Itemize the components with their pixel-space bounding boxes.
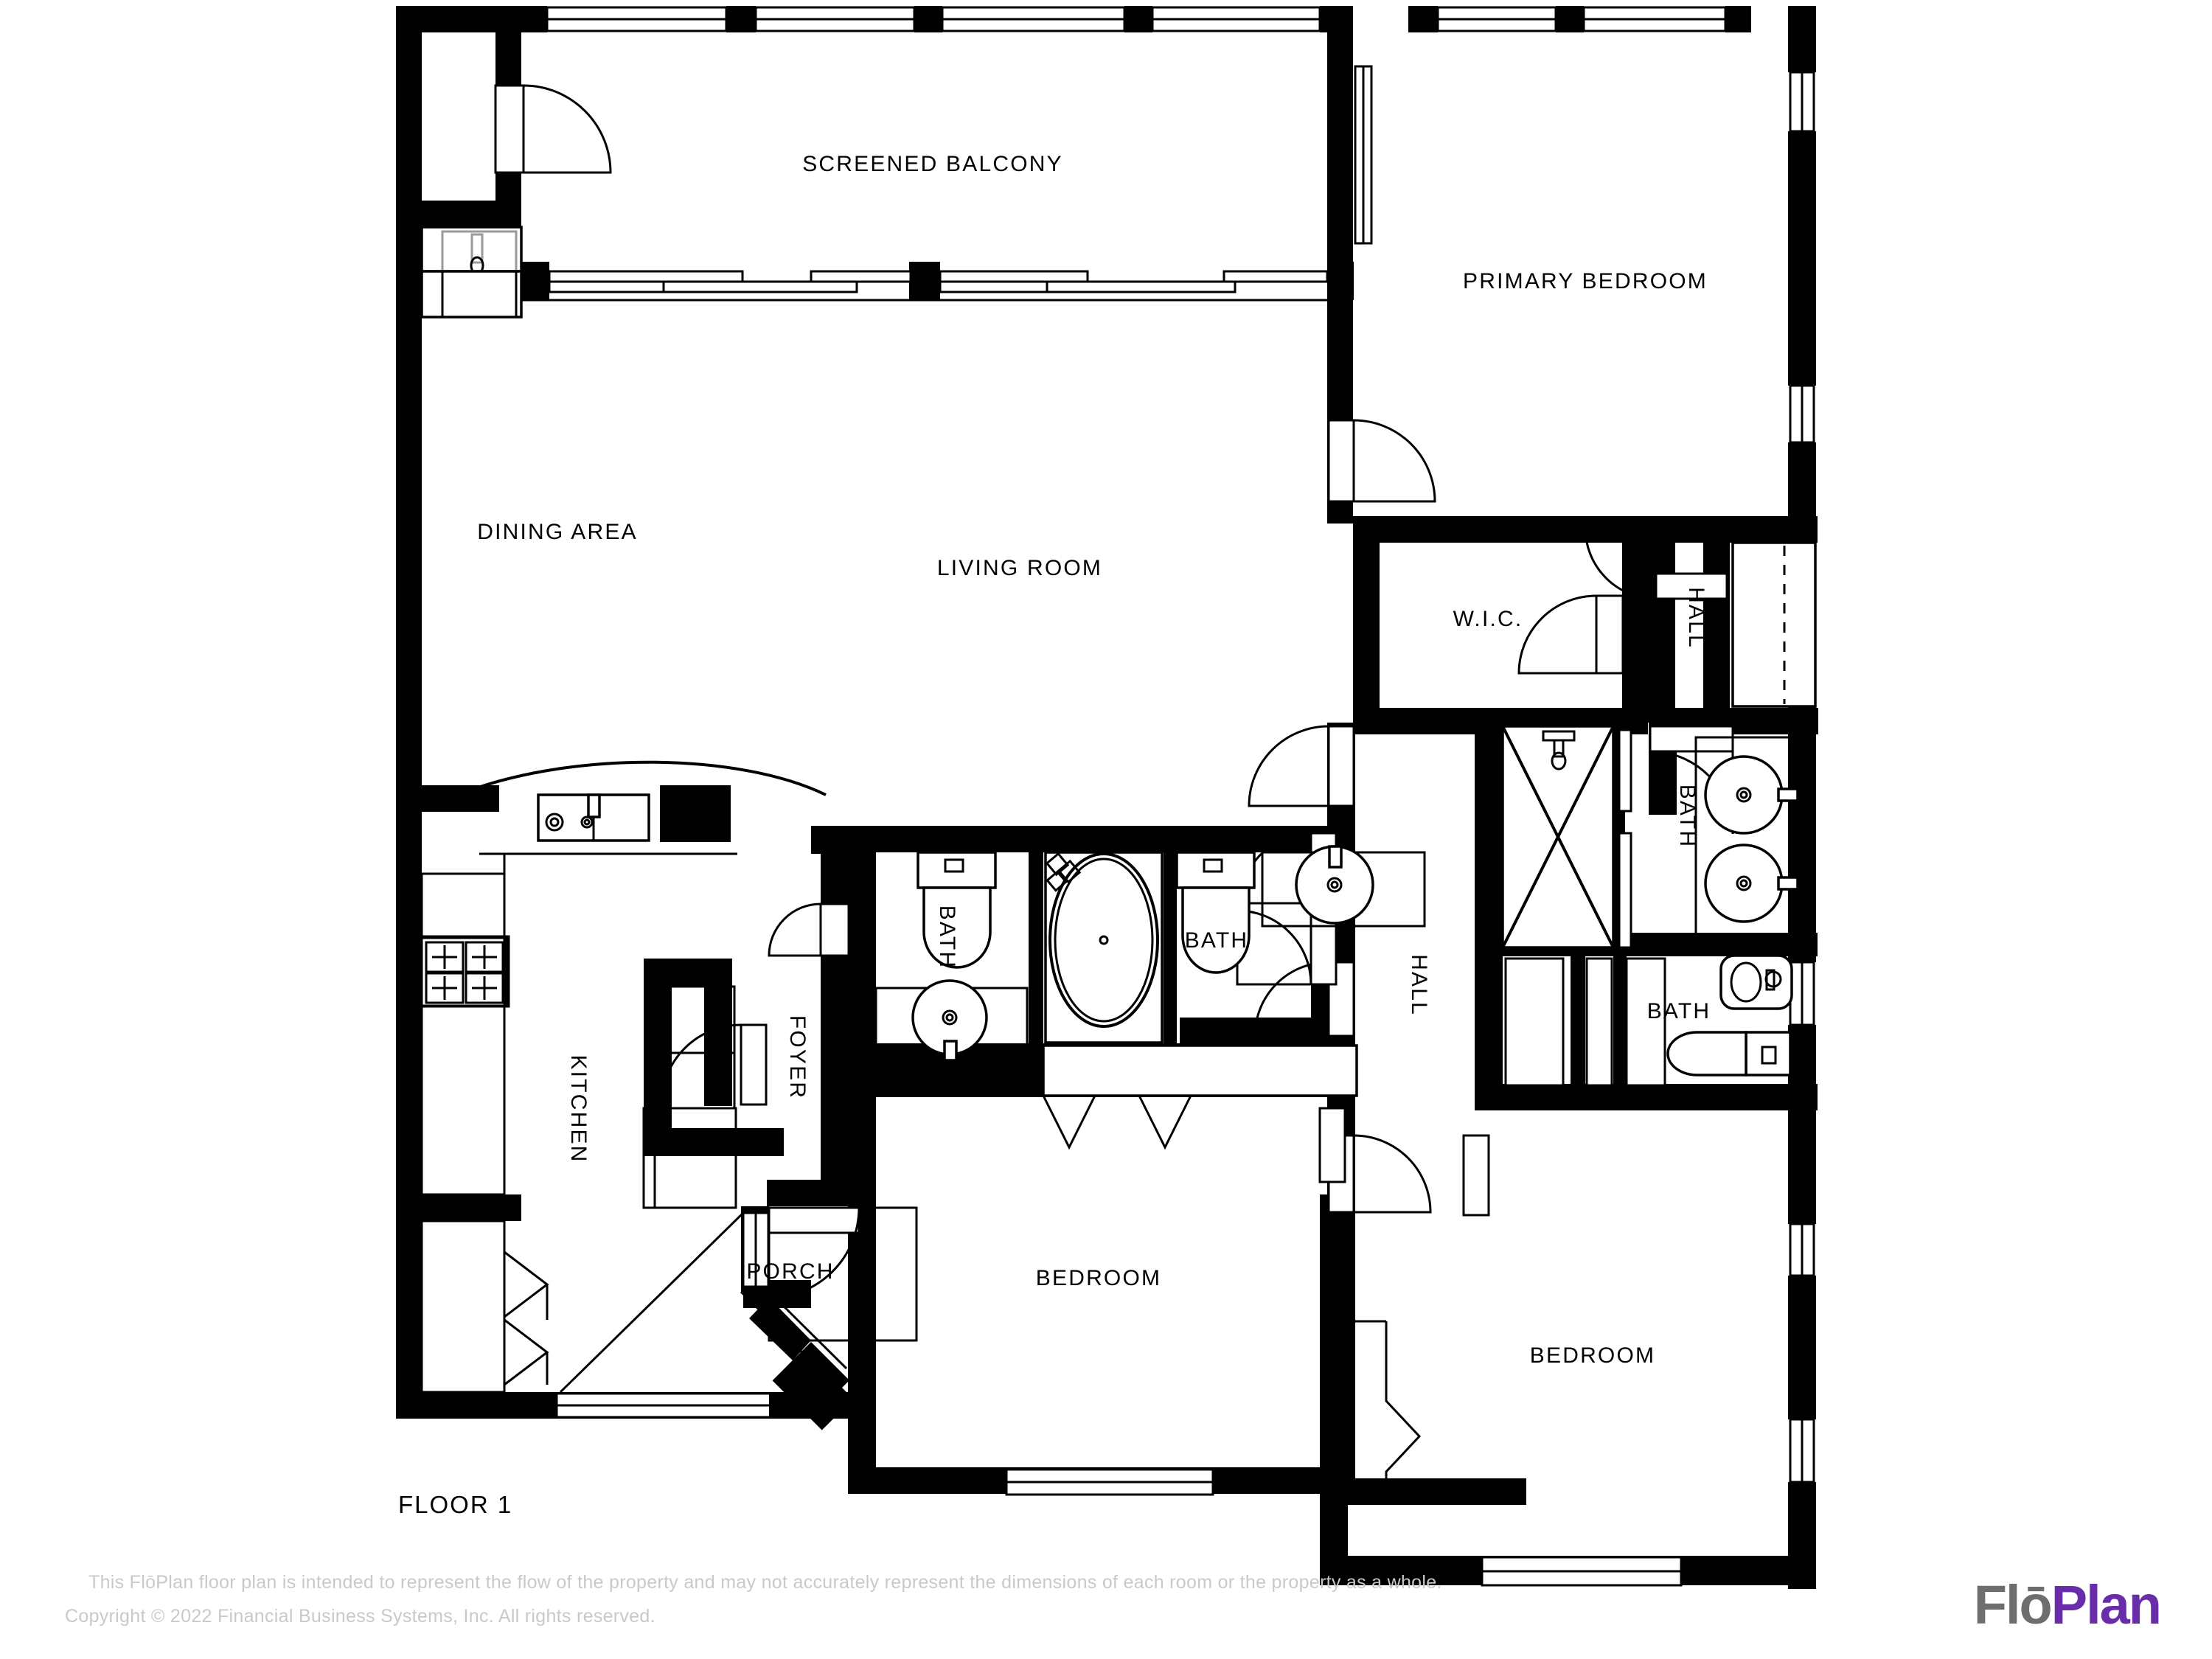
label-dining-area: DINING AREA (477, 520, 638, 544)
footer-disclaimer: This FlōPlan floor plan is intended to r… (88, 1572, 1442, 1593)
bedroom-right-niche (1355, 1320, 1422, 1478)
bath-left-fixtures (874, 851, 1029, 1062)
label-primary-bedroom: PRIMARY BEDROOM (1463, 269, 1708, 293)
label-wic: W.I.C. (1453, 607, 1523, 631)
dining-closet (503, 1221, 549, 1392)
cooktop-icon (420, 936, 508, 1007)
hall-closet-panels (1504, 957, 1666, 1087)
fixture-group (420, 65, 1817, 1478)
shower-head-icon (1542, 730, 1576, 771)
tub-faucet-icon (1045, 852, 1082, 892)
primary-closet-sliver (1354, 65, 1373, 245)
kitchen-counter (420, 854, 510, 1394)
sliding-door-group (521, 270, 1329, 302)
right-bath-toilet (1666, 1031, 1792, 1077)
label-bath-right: BATH (1647, 999, 1711, 1023)
label-bath-center: BATH (1185, 928, 1249, 953)
floplan-logo: FlōPlan (1974, 1578, 2162, 1632)
bath-right-fixtures (1666, 954, 1793, 1077)
kitchen-appliances (642, 985, 737, 1209)
label-screened-balcony: SCREENED BALCONY (802, 152, 1063, 176)
label-foyer: FOYER (785, 1015, 810, 1099)
label-hall-top: HALL (1684, 587, 1708, 649)
footer-copyright: Copyright © 2022 Financial Business Syst… (65, 1606, 655, 1627)
vanity-top-left (420, 226, 523, 319)
primary-vanity (1694, 736, 1799, 938)
label-bedroom-right: BEDROOM (1530, 1343, 1655, 1368)
bath-center-fixtures (1175, 845, 1426, 974)
kitchen-island (469, 760, 827, 855)
door-group (494, 84, 1734, 1299)
label-hall-mid: HALL (1407, 954, 1431, 1016)
label-porch: PORCH (746, 1259, 834, 1284)
window-group (546, 6, 1815, 1587)
bedroom-closet (1042, 1044, 1358, 1150)
bath-center-tub (1044, 851, 1164, 1044)
laundry-closet (1731, 541, 1817, 708)
label-living-room: LIVING ROOM (937, 556, 1102, 580)
right-bath-sink (1719, 954, 1793, 1010)
label-bedroom-center: BEDROOM (1036, 1266, 1161, 1290)
label-bath-left: BATH (935, 905, 959, 970)
label-bath-primary: BATH (1675, 785, 1700, 849)
primary-shower (1501, 725, 1632, 949)
logo-flo-text: Flō (1973, 1574, 2053, 1635)
porch-outline (768, 1206, 918, 1342)
logo-plan-text: Plan (2051, 1574, 2162, 1635)
label-kitchen: KITCHEN (566, 1054, 591, 1163)
floor-label: FLOOR 1 (398, 1491, 512, 1518)
foyer-entry (559, 1211, 854, 1430)
room-label-group: SCREENED BALCONY PRIMARY BEDROOM DINING … (477, 152, 1711, 1368)
